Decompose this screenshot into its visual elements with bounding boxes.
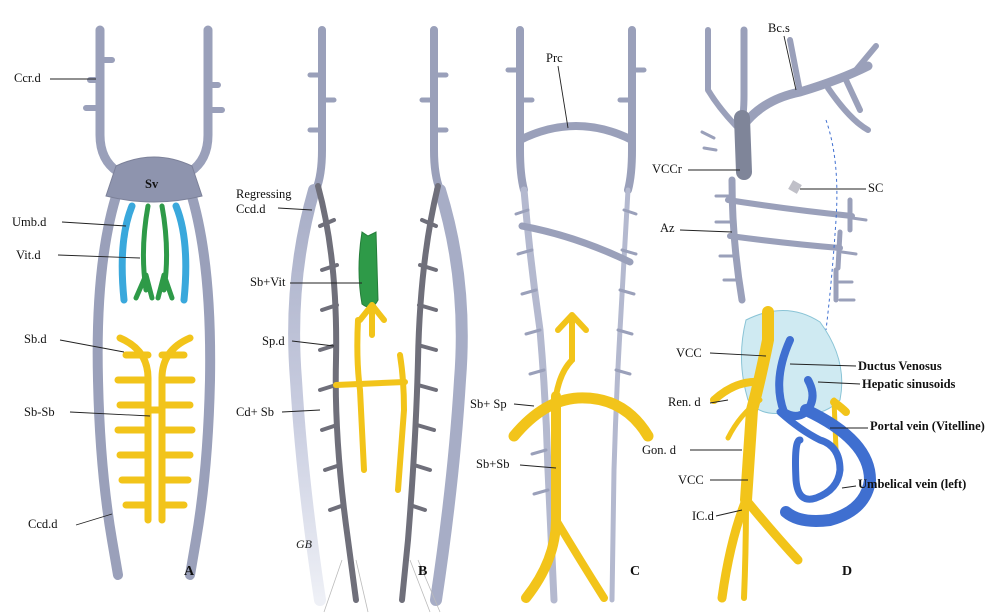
label-sp-d: Sp.d: [262, 334, 285, 348]
vitelline-vein-right: [158, 206, 172, 298]
label-sb-sb-c: Sb+Sb: [476, 457, 509, 471]
label-vit-d: Vit.d: [16, 248, 41, 262]
anterior-cardinal-vein-right: [190, 30, 208, 172]
label-bc-s: Bc.s: [768, 21, 790, 35]
label-ic-d: IC.d: [692, 509, 715, 523]
anterior-anastomosis: [520, 126, 632, 140]
label-regressing-ccd-d: Ccd.d: [236, 202, 266, 216]
label-vcc-lower: VCC: [678, 473, 704, 487]
label-ccd-d: Ccd.d: [28, 517, 58, 531]
umbilical-vein-left: [122, 206, 132, 300]
panel-a: [86, 30, 222, 575]
label-umbilical-vein: Umbelical vein (left): [858, 477, 966, 491]
vitelline-vein-left: [136, 206, 152, 298]
label-ductus-venosus: Ductus Venosus: [858, 359, 942, 373]
panel-label-c: C: [630, 564, 640, 579]
supracardinal-subcardinal-network: [514, 315, 648, 598]
panel-label-d: D: [842, 564, 852, 579]
brachiocephalic-vein: [740, 66, 868, 130]
label-gon-d: Gon. d: [642, 443, 677, 457]
subcardinal-veins: [118, 338, 192, 520]
panel-c: [508, 30, 648, 600]
panel-label-a: A: [184, 564, 195, 579]
sc-marker: [788, 180, 802, 194]
label-sb-vit: Sb+Vit: [250, 275, 286, 289]
label-sb-d: Sb.d: [24, 332, 47, 346]
label-portal-vein: Portal vein (Vitelline): [870, 419, 985, 433]
label-ren-d: Ren. d: [668, 395, 701, 409]
supracardinal-vein-left: [318, 186, 356, 600]
superior-vena-cava: [742, 118, 744, 172]
label-sb-sp: Sb+ Sp: [470, 397, 507, 411]
label-hepatic-sinusoids: Hepatic sinusoids: [862, 377, 956, 391]
label-sv: Sv: [145, 177, 159, 191]
label-ccr-d: Ccr.d: [14, 71, 41, 85]
subcardinal-network: [336, 305, 405, 490]
label-vccr: VCCr: [652, 162, 683, 176]
label-az: Az: [660, 221, 675, 235]
panel-label-b: B: [418, 564, 427, 579]
anterior-cardinal-vein-left: [100, 30, 118, 172]
vitelline-remnant: [359, 232, 378, 307]
artist-signature: GB: [296, 537, 313, 551]
label-cd-sb: Cd+ Sb: [236, 405, 274, 419]
label-vcc-upper: VCC: [676, 346, 702, 360]
panel-b: GB: [294, 30, 462, 612]
label-prc: Prc: [546, 51, 563, 65]
label-regressing: Regressing: [236, 187, 292, 201]
label-sc: SC: [868, 181, 883, 195]
hemiazygos-anastomosis: [522, 226, 630, 262]
label-umb-d: Umb.d: [12, 215, 47, 229]
supracardinal-vein-right: [402, 186, 438, 600]
umbilical-vein-right: [176, 206, 186, 300]
label-sb-sb: Sb-Sb: [24, 405, 55, 419]
